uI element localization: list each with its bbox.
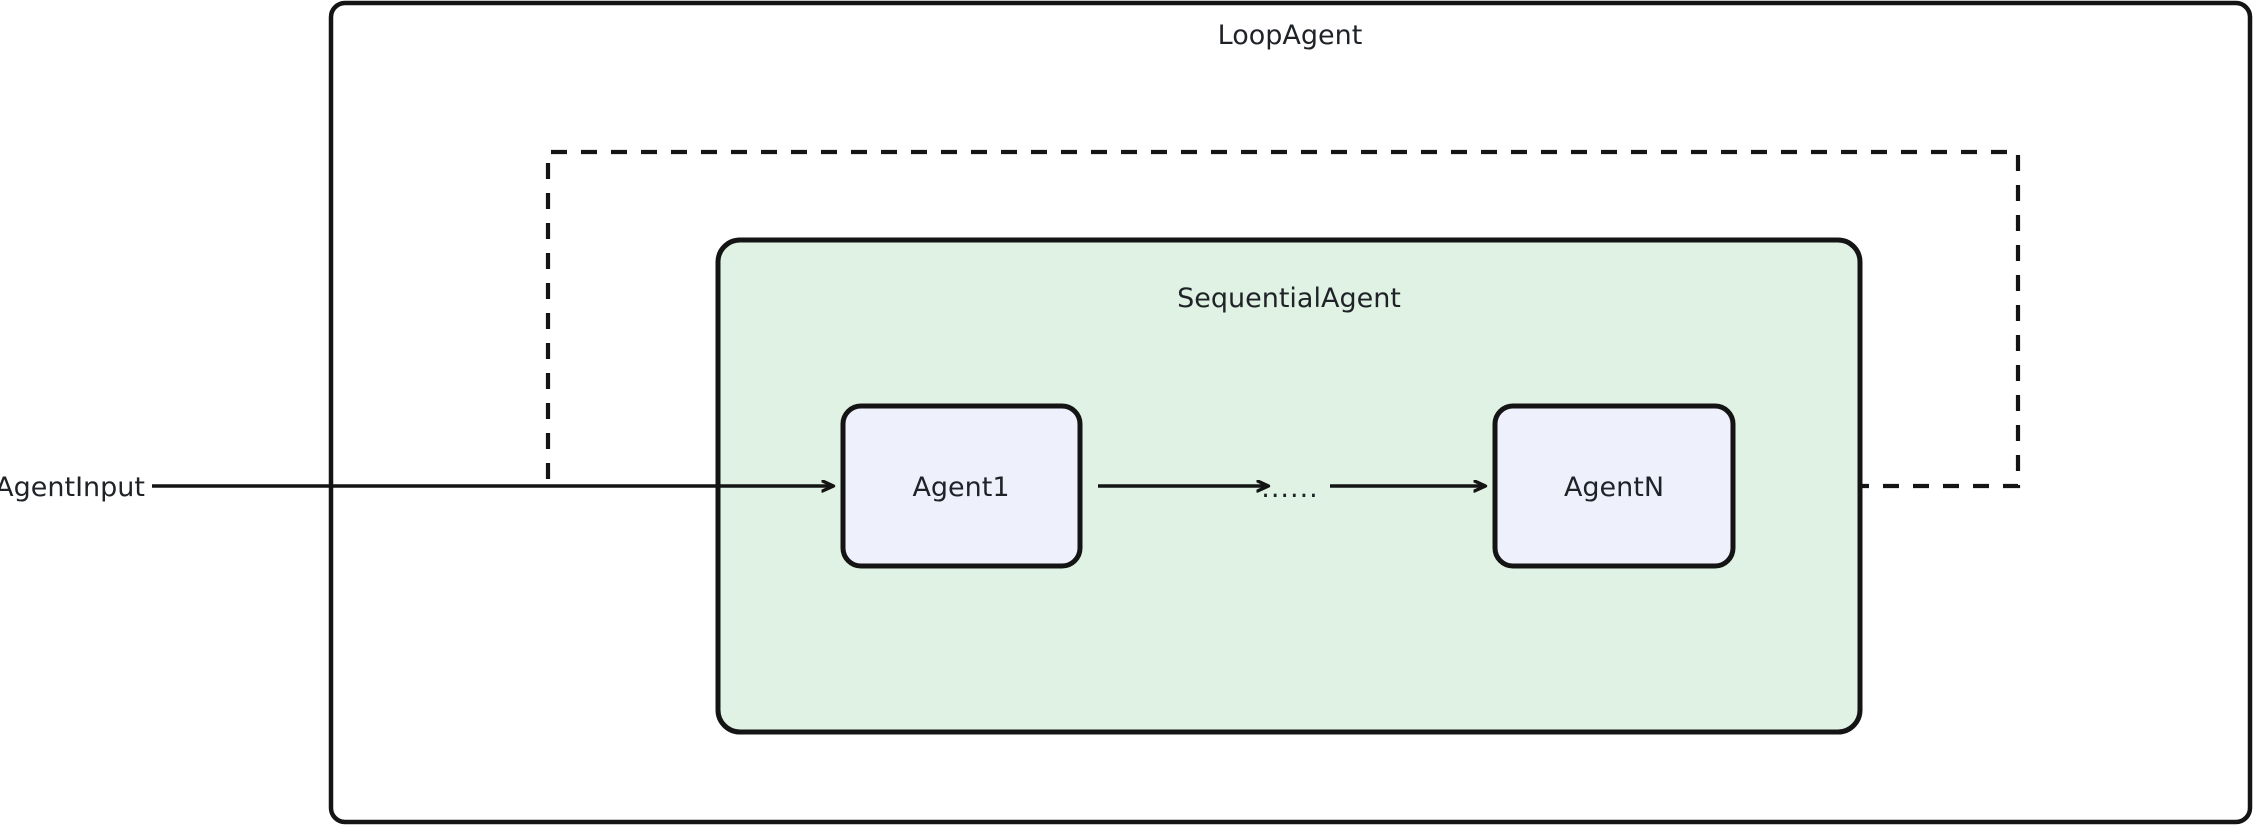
- feedback-loop-path: [545, 149, 2021, 489]
- node-agent1-label: Agent1: [912, 472, 1009, 503]
- ellipsis-label: ......: [1261, 473, 1319, 504]
- agent-input-label: AgentInput: [0, 472, 145, 503]
- node-agentN[interactable]: [1492, 403, 1736, 569]
- node-agentN-label: AgentN: [1564, 472, 1664, 503]
- sequential-agent-title: SequentialAgent: [1177, 283, 1401, 314]
- loop-agent-title: LoopAgent: [1218, 20, 1363, 51]
- node-agent1[interactable]: [840, 403, 1083, 569]
